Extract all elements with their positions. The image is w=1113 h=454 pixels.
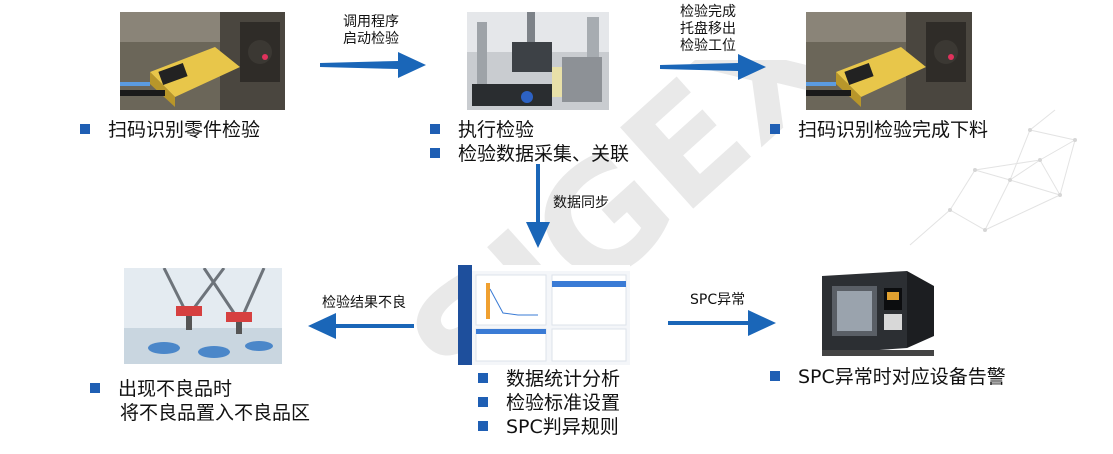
caption-line: 托盘移出 <box>680 21 736 37</box>
bullet-icon <box>430 148 440 158</box>
call-program-caption: 调用程序 启动检验 <box>332 14 410 48</box>
caption-line: 启动检验 <box>343 31 399 47</box>
robot-picker-photo <box>124 268 282 364</box>
bullet-icon <box>770 371 780 381</box>
execute-label: 执行检验 检验数据采集、关联 <box>430 118 629 166</box>
reject-label: 出现不良品时 将不良品置入不良品区 <box>90 377 310 425</box>
bullet-icon <box>430 124 440 134</box>
label-text: SPC异常时对应设备告警 <box>798 366 1006 388</box>
finish-label: 扫码识别检验完成下料 <box>770 118 988 142</box>
inspection-fixture-icon <box>467 12 609 110</box>
cnc-lathe-icon <box>812 266 942 358</box>
list-item: 出现不良品时 <box>90 377 310 401</box>
caption-line: 数据同步 <box>553 195 609 211</box>
spc-dashboard-icon <box>458 265 630 365</box>
scanner-photo-left <box>120 12 285 110</box>
list-item: SPC判异规则 <box>478 415 620 439</box>
dashboard-photo <box>458 265 630 365</box>
arrow-down <box>526 164 550 248</box>
bullet-icon <box>478 373 488 383</box>
delta-robot-icon <box>124 268 282 364</box>
label-text: 执行检验 <box>458 119 535 141</box>
analysis-label: 数据统计分析 检验标准设置 SPC判异规则 <box>478 367 620 439</box>
result-bad-caption: 检验结果不良 <box>322 295 406 312</box>
arrow-right-1 <box>320 52 426 78</box>
caption-line: 调用程序 <box>343 14 399 30</box>
caption-line: 检验完成 <box>680 4 736 20</box>
list-item: 检验数据采集、关联 <box>430 142 629 166</box>
arrow-left <box>308 313 414 339</box>
list-item: 检验标准设置 <box>478 391 620 415</box>
label-text: 出现不良品时 <box>118 378 233 400</box>
label-text: 数据统计分析 <box>506 368 621 390</box>
list-item: SPC异常时对应设备告警 <box>770 365 1006 389</box>
data-sync-caption: 数据同步 <box>553 195 609 212</box>
bullet-icon <box>90 383 100 393</box>
scan-part-label: 扫码识别零件检验 <box>80 118 260 142</box>
list-item-continuation: 将不良品置入不良品区 <box>90 401 310 425</box>
scanner-camera-icon <box>806 12 972 110</box>
list-item: 执行检验 <box>430 118 629 142</box>
finish-move-caption: 检验完成 托盘移出 检验工位 <box>672 4 744 55</box>
caption-line: 检验结果不良 <box>322 295 406 311</box>
bullet-icon <box>80 124 90 134</box>
caption-line: 检验工位 <box>680 38 736 54</box>
label-text: 扫码识别检验完成下料 <box>798 119 989 141</box>
list-item: 扫码识别检验完成下料 <box>770 118 988 142</box>
arrow-right-3 <box>668 310 776 336</box>
cnc-machine-photo <box>812 266 942 358</box>
list-item: 扫码识别零件检验 <box>80 118 260 142</box>
inspection-station-photo <box>467 12 609 110</box>
scanner-camera-icon <box>120 12 285 110</box>
label-text: SPC判异规则 <box>506 416 619 438</box>
alarm-label: SPC异常时对应设备告警 <box>770 365 1006 389</box>
label-text: 将不良品置入不良品区 <box>120 402 311 424</box>
bullet-icon <box>770 124 780 134</box>
bullet-icon <box>478 397 488 407</box>
scanner-photo-right <box>806 12 972 110</box>
caption-line: SPC异常 <box>690 292 746 308</box>
label-text: 检验标准设置 <box>506 392 621 414</box>
label-text: 检验数据采集、关联 <box>458 143 630 165</box>
spc-abnormal-caption: SPC异常 <box>690 292 745 309</box>
label-text: 扫码识别零件检验 <box>108 119 261 141</box>
bullet-icon <box>478 421 488 431</box>
arrow-right-2 <box>660 54 766 80</box>
list-item: 数据统计分析 <box>478 367 620 391</box>
